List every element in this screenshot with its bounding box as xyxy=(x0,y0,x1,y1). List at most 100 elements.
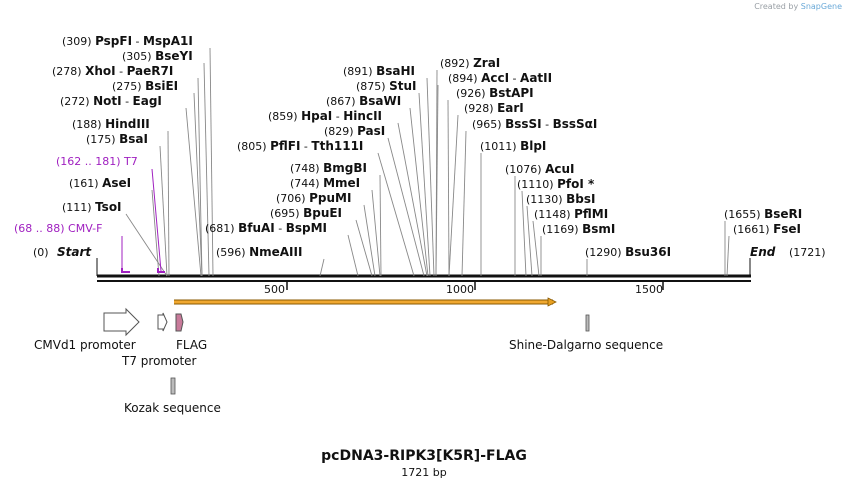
site-leader-line xyxy=(347,234,359,277)
restriction-site-label: (278) XhoI - PaeR7I xyxy=(52,64,173,78)
site-enzyme-name: BpuEI xyxy=(303,206,342,220)
restriction-site-label: (175) BsaI xyxy=(86,132,148,146)
restriction-sites: (309) PspFI - MspA1I(305) BseYI(278) Xho… xyxy=(52,34,802,277)
feature-label-kozak: Kozak sequence xyxy=(124,401,221,415)
site-leader-line xyxy=(319,258,325,277)
site-position: (894) xyxy=(448,72,481,85)
site-leader-line xyxy=(418,92,431,277)
site-enzyme-name: BsaHI xyxy=(376,64,415,78)
plasmid-linear-map: 500 1000 1500 (0) Start End (1721) (309)… xyxy=(14,34,826,415)
site-enzyme-name: PspFI xyxy=(95,34,132,48)
map-length: 1721 bp xyxy=(401,466,447,479)
site-enzyme-name: PasI xyxy=(357,124,385,138)
site-position: (926) xyxy=(456,87,489,100)
kozak-sequence-box xyxy=(170,377,176,395)
restriction-site-label: (805) PflFI - Tth111I xyxy=(237,139,363,153)
ruler-tick-500: 500 xyxy=(264,283,285,296)
t7-promoter-arrow xyxy=(157,312,168,332)
start-position: (0) xyxy=(33,246,49,259)
site-position: (829) xyxy=(324,125,357,138)
site-position: (596) xyxy=(216,246,249,259)
site-enzyme-name: Bsu36I xyxy=(625,245,671,259)
start-label: Start xyxy=(57,245,92,259)
site-enzyme-name: PpuMI xyxy=(309,191,351,205)
restriction-site-label: (744) MmeI xyxy=(290,176,360,190)
site-position: (161) xyxy=(69,177,102,190)
shine-dalgarno-box xyxy=(585,314,590,332)
site-isoschizomer-name: BssSαI xyxy=(553,117,598,131)
restriction-site-label: (695) BpuEI xyxy=(270,206,342,220)
site-leader-line xyxy=(426,77,435,277)
site-isoschizomer-name: AatII xyxy=(520,71,552,85)
site-leader-line xyxy=(532,220,540,277)
site-enzyme-name: BstAPI xyxy=(489,86,534,100)
site-position: (275) xyxy=(112,80,145,93)
site-enzyme-name: BsaI xyxy=(119,132,148,146)
site-enzyme-name: NotI xyxy=(93,94,122,108)
site-enzyme-name: StuI xyxy=(389,79,416,93)
site-enzyme-name: PflFI xyxy=(270,139,300,153)
restriction-site-label: (1130) BbsI xyxy=(526,192,595,206)
site-position: (309) xyxy=(62,35,95,48)
site-enzyme-name: ZraI xyxy=(473,56,500,70)
site-enzyme-name: BseRI xyxy=(764,207,802,221)
site-enzyme-name: TsoI xyxy=(95,200,121,214)
restriction-site-label: (1290) Bsu36I xyxy=(585,245,671,259)
site-enzyme-name: PflMI xyxy=(574,207,608,221)
site-leader-line xyxy=(193,92,203,277)
site-isoschizomer-name: BspMI xyxy=(286,221,327,235)
cmvd1-promoter-arrow xyxy=(103,307,140,337)
site-position: (744) xyxy=(290,177,323,190)
site-position: (1011) xyxy=(480,140,520,153)
restriction-site-label: (309) PspFI - MspA1I xyxy=(62,34,193,48)
site-position: (188) xyxy=(72,118,105,131)
primer-bindings: (162 .. 181) T7(68 .. 88) CMV-F xyxy=(14,155,165,273)
site-isoschizomer-name: PaeR7I xyxy=(127,64,174,78)
ruler-tick-1500: 1500 xyxy=(635,283,663,296)
restriction-site-label: (1169) BsmI xyxy=(542,222,615,236)
site-position: (805) xyxy=(237,140,270,153)
restriction-site-label: (859) HpaI - HincII xyxy=(268,109,382,123)
restriction-site-label: (188) HindIII xyxy=(72,117,150,131)
site-leader-line xyxy=(526,205,533,277)
restriction-site-label: (965) BssSI - BssSαI xyxy=(472,117,597,131)
site-position: (1169) xyxy=(542,223,582,236)
feature-label-flag: FLAG xyxy=(176,338,207,352)
site-position: (1076) xyxy=(505,163,545,176)
site-position: (305) xyxy=(122,50,155,63)
site-leader-line xyxy=(159,145,168,277)
site-leader-line xyxy=(167,130,170,277)
site-dash: - xyxy=(509,72,520,85)
restriction-site-label: (875) StuI xyxy=(356,79,416,93)
restriction-site-label: (1076) AcuI xyxy=(505,162,575,176)
site-dash: - xyxy=(300,140,311,153)
site-enzyme-name: MmeI xyxy=(323,176,360,190)
site-position: (1661) xyxy=(733,223,773,236)
site-leader-line xyxy=(387,137,425,277)
site-position: (1130) xyxy=(526,193,566,206)
site-position: (965) xyxy=(472,118,505,131)
restriction-site-label: (596) NmeAIII xyxy=(216,245,302,259)
site-position: (706) xyxy=(276,192,309,205)
restriction-site-label: (1011) BlpI xyxy=(480,139,546,153)
site-leader-line xyxy=(461,130,467,277)
ruler: 500 1000 1500 xyxy=(264,282,664,296)
site-leader-line xyxy=(447,99,450,277)
site-position: (748) xyxy=(290,162,323,175)
site-enzyme-name: AseI xyxy=(102,176,131,190)
site-isoschizomer-name: Tth111I xyxy=(311,139,363,153)
site-enzyme-name: BsmI xyxy=(582,222,615,236)
site-isoschizomer-name: HincII xyxy=(343,109,382,123)
restriction-site-label: (161) AseI xyxy=(69,176,131,190)
site-isoschizomer-name: EagI xyxy=(133,94,162,108)
credit-prefix: Created by xyxy=(754,2,799,11)
site-dash: - xyxy=(542,118,553,131)
site-dash: - xyxy=(275,222,286,235)
site-position: (695) xyxy=(270,207,303,220)
site-enzyme-name: BfuAI xyxy=(238,221,275,235)
site-dash: - xyxy=(116,65,127,78)
restriction-site-label: (1110) PfoI * xyxy=(517,177,595,191)
restriction-site-label: (829) PasI xyxy=(324,124,385,138)
site-leader-line xyxy=(209,47,214,277)
map-title: pcDNA3-RIPK3[K5R]-FLAG xyxy=(321,448,527,464)
